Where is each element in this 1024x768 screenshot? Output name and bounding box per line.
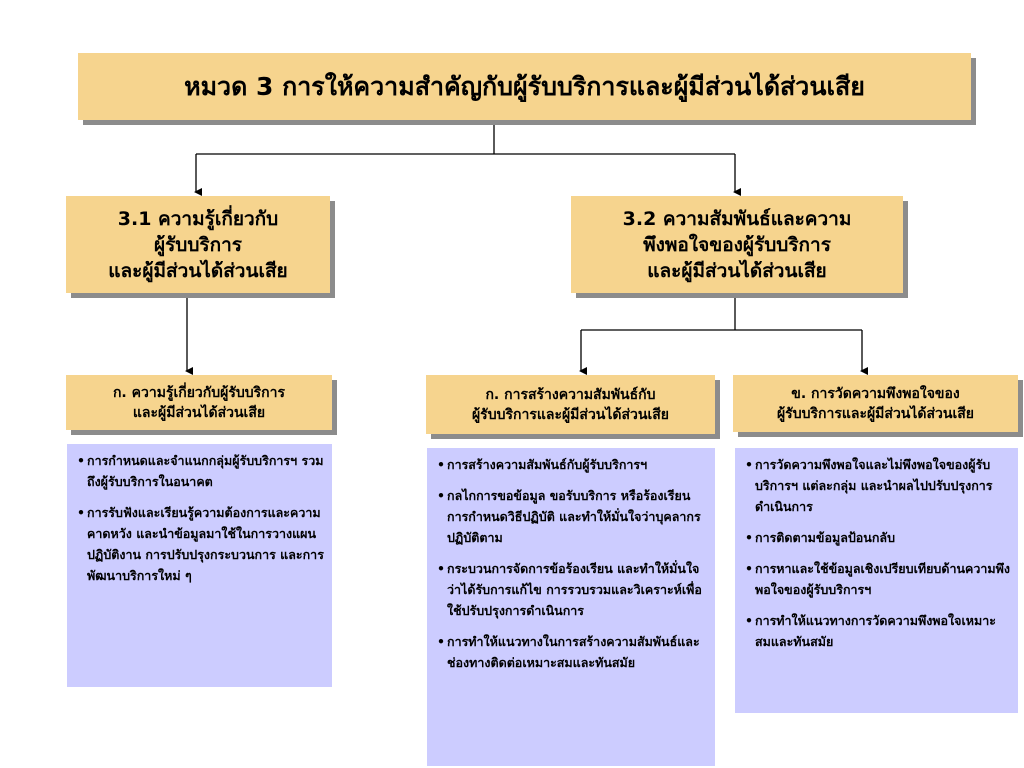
sub-3-2-a-list: การสร้างความสัมพันธ์กับผู้รับบริการฯ กลไ… <box>427 448 715 766</box>
list-item: กลไกการขอข้อมูล ขอรับบริการ หรือร้องเรีย… <box>437 485 707 548</box>
section-3-2-line-1: 3.2 ความสัมพันธ์และความ <box>622 207 852 230</box>
page-title: หมวด 3 การให้ความสำคัญกับผู้รับบริการและ… <box>78 53 971 120</box>
sub-3-2-b-line-2: ผู้รับบริการและผู้มีส่วนได้ส่วนเสีย <box>776 405 975 422</box>
section-3-1-line-1: 3.1 ความรู้เกี่ยวกับ <box>117 207 279 230</box>
section-3-2-box: 3.2 ความสัมพันธ์และความ พึงพอใจของผู้รับ… <box>571 196 903 293</box>
list-item: การติดตามข้อมูลป้อนกลับ <box>745 527 1010 548</box>
list-item: การรับฟังและเรียนรู้ความต้องการและความคา… <box>77 502 324 586</box>
list-item: การวัดความพึงพอใจและไม่พึงพอใจของผู้รับบ… <box>745 454 1010 517</box>
section-3-1-line-2: ผู้รับบริการ <box>153 233 243 256</box>
section-3-1-line-3: และผู้มีส่วนได้ส่วนเสีย <box>108 259 288 282</box>
list-item: กระบวนการจัดการข้อร้องเรียน และทำให้มั่น… <box>437 558 707 621</box>
list-item: การหาและใช้ข้อมูลเชิงเปรียบเทียบด้านความ… <box>745 558 1010 600</box>
sub-3-1-a-list: การกำหนดและจำแนกกลุ่มผู้รับบริการฯ รวมถึ… <box>67 444 332 687</box>
sub-3-1-a-box: ก. ความรู้เกี่ยวกับผู้รับบริการ และผู้มี… <box>66 375 332 430</box>
sub-3-2-b-line-1: ข. การวัดความพึงพอใจของ <box>791 385 960 402</box>
section-3-2-line-3: และผู้มีส่วนได้ส่วนเสีย <box>647 259 827 282</box>
list-item: การสร้างความสัมพันธ์กับผู้รับบริการฯ <box>437 454 707 475</box>
sub-3-1-a-line-1: ก. ความรู้เกี่ยวกับผู้รับบริการ <box>112 384 286 401</box>
list-item: การทำให้แนวทางการวัดความพึงพอใจเหมาะสมแล… <box>745 610 1010 652</box>
list-item: การกำหนดและจำแนกกลุ่มผู้รับบริการฯ รวมถึ… <box>77 450 324 492</box>
list-item: การทำให้แนวทางในการสร้างความสัมพันธ์และช… <box>437 631 707 673</box>
sub-3-2-a-line-2: ผู้รับบริการและผู้มีส่วนได้ส่วนเสีย <box>471 406 670 423</box>
page-title-text: หมวด 3 การให้ความสำคัญกับผู้รับบริการและ… <box>184 71 865 101</box>
sub-3-2-a-box: ก. การสร้างความสัมพันธ์กับ ผู้รับบริการแ… <box>426 375 715 434</box>
section-3-2-line-2: พึงพอใจของผู้รับบริการ <box>643 233 831 256</box>
sub-3-2-a-line-1: ก. การสร้างความสัมพันธ์กับ <box>485 386 656 403</box>
sub-3-2-b-box: ข. การวัดความพึงพอใจของ ผู้รับบริการและผ… <box>733 375 1018 432</box>
sub-3-2-b-list: การวัดความพึงพอใจและไม่พึงพอใจของผู้รับบ… <box>735 448 1018 713</box>
section-3-1-box: 3.1 ความรู้เกี่ยวกับ ผู้รับบริการ และผู้… <box>66 196 330 293</box>
sub-3-1-a-line-2: และผู้มีส่วนได้ส่วนเสีย <box>132 404 266 421</box>
